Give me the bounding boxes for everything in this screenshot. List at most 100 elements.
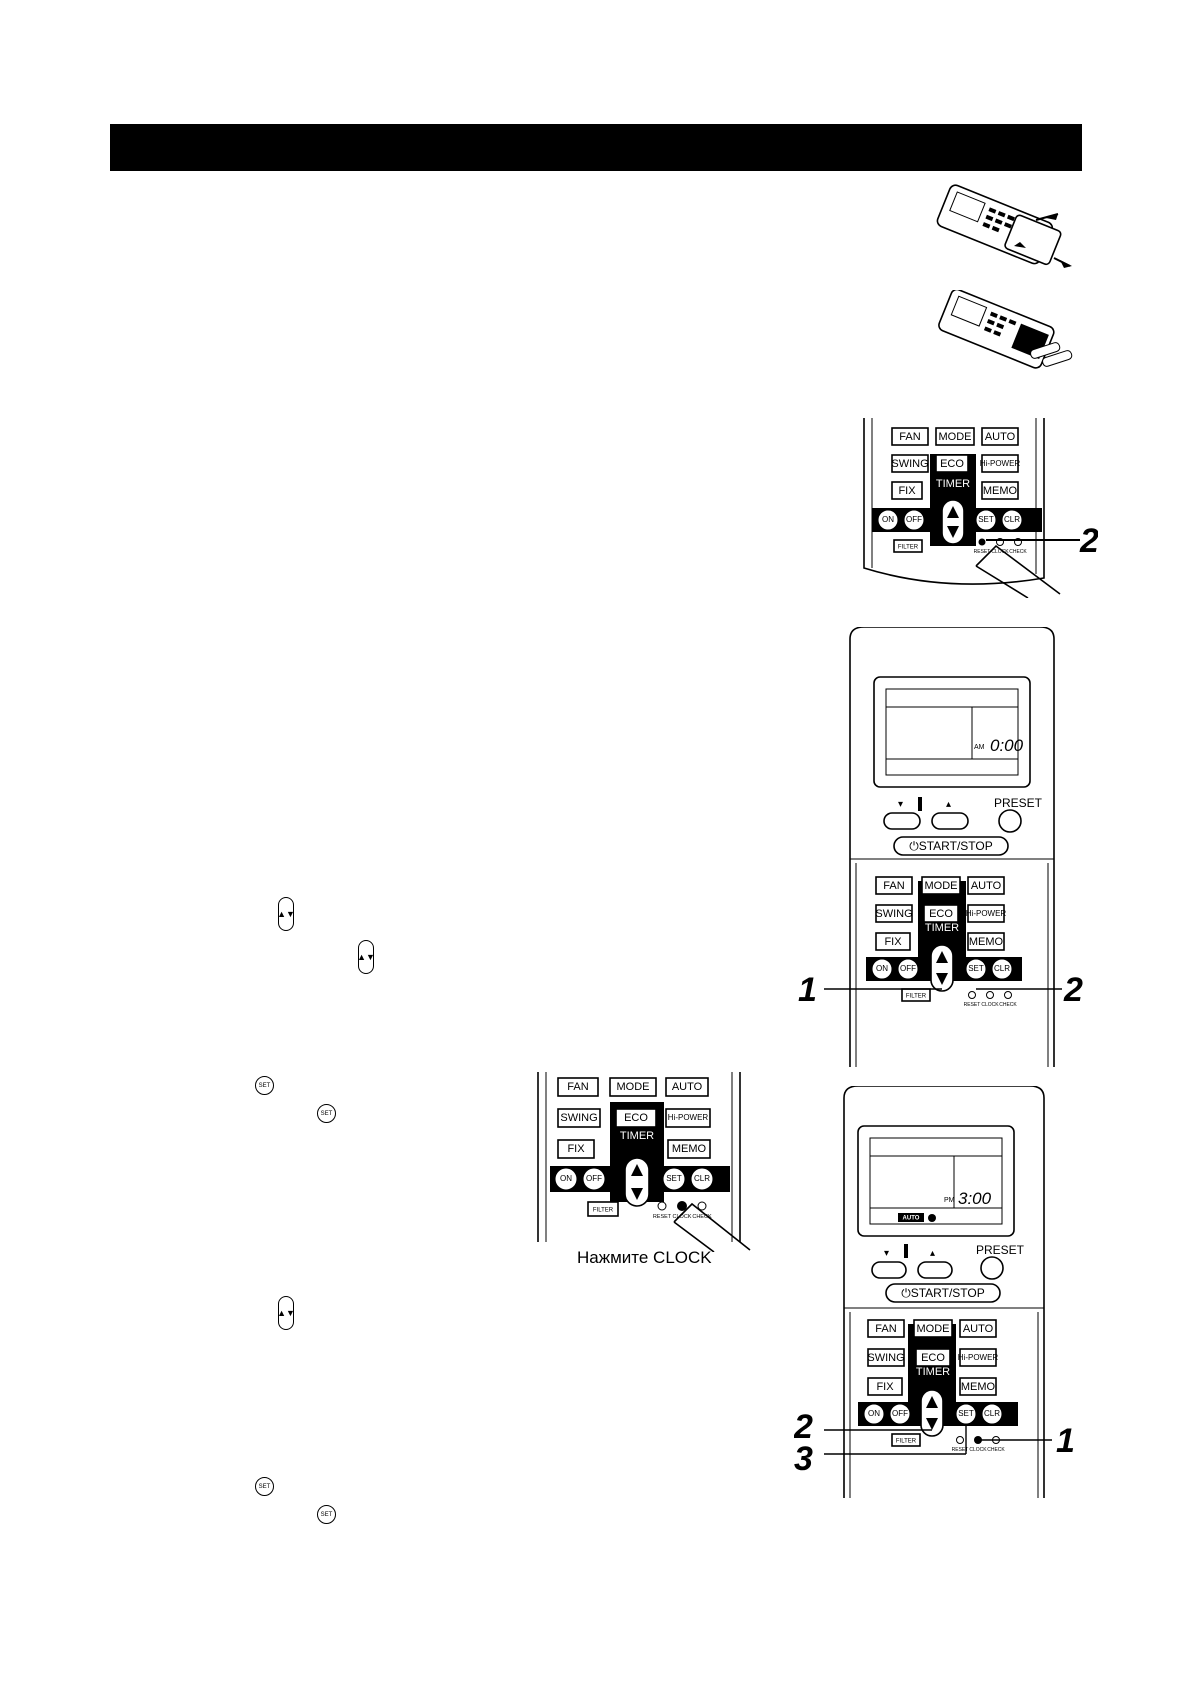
updown-icon-glyph: ▲▼ — [277, 908, 295, 919]
swing-button[interactable] — [875, 904, 913, 923]
set-button[interactable] — [975, 509, 997, 531]
fan-button[interactable] — [557, 1077, 599, 1097]
press-clock-caption: Нажмите CLOCK — [577, 1248, 712, 1267]
clock-label: CLOCK — [981, 1002, 999, 1008]
fan-button[interactable] — [867, 1319, 905, 1338]
memo-button[interactable] — [967, 932, 1005, 951]
battery-cover-illustration — [936, 184, 1072, 268]
fix-button[interactable] — [875, 932, 911, 951]
clr-button[interactable] — [981, 1403, 1003, 1425]
updown-icon: ▲▼ — [277, 1296, 295, 1330]
eco-button[interactable] — [915, 1348, 951, 1367]
temp-up-button[interactable] — [917, 1261, 953, 1279]
start-stop-button[interactable] — [885, 1283, 1001, 1303]
clr-label: CLR — [994, 964, 1010, 973]
start-stop-button[interactable] — [893, 836, 1009, 856]
swing-label: SWING — [875, 908, 912, 920]
auto-button[interactable] — [981, 427, 1019, 446]
filter-label: FILTER — [593, 1208, 614, 1214]
on-button[interactable] — [863, 1403, 885, 1425]
auto-button[interactable] — [665, 1077, 709, 1097]
fix-label: FIX — [876, 1381, 894, 1393]
auto-label: AUTO — [971, 880, 1002, 892]
swing-button[interactable] — [891, 454, 929, 473]
fix-button[interactable] — [867, 1377, 903, 1396]
start-stop-label: ⏻START/STOP — [909, 839, 993, 853]
swing-button[interactable] — [867, 1348, 905, 1367]
callout-2: 2 — [1063, 971, 1083, 1009]
fan-icon — [928, 1214, 936, 1222]
updown-button[interactable] — [941, 499, 965, 545]
clr-button[interactable] — [690, 1167, 714, 1191]
preset-button[interactable] — [998, 809, 1022, 833]
on-label: ON — [882, 515, 894, 524]
off-button[interactable] — [897, 958, 919, 980]
header-bar — [110, 124, 1082, 171]
off-label: OFF — [906, 515, 922, 524]
memo-button[interactable] — [981, 481, 1019, 500]
filter-label: FILTER — [896, 1439, 917, 1445]
timer-label: TIMER — [936, 478, 970, 490]
fan-label: FAN — [567, 1081, 588, 1093]
eco-button[interactable] — [615, 1108, 657, 1128]
eco-label: ECO — [624, 1112, 648, 1124]
eco-button[interactable] — [923, 904, 959, 923]
on-button[interactable] — [871, 958, 893, 980]
fan-button[interactable] — [891, 427, 929, 446]
updown-button[interactable] — [920, 1389, 944, 1437]
temp-down-button[interactable] — [871, 1261, 907, 1279]
fix-button[interactable] — [557, 1139, 595, 1159]
remote-partial-clock: FAN MODE AUTO SWING ECO Hi-POWER TIMER F… — [863, 418, 1098, 598]
preset-button[interactable] — [980, 1256, 1004, 1280]
fix-button[interactable] — [891, 481, 923, 500]
eco-label: ECO — [929, 908, 953, 920]
temp-down-button[interactable] — [883, 812, 921, 830]
on-button[interactable] — [554, 1167, 578, 1191]
mode-button[interactable] — [609, 1077, 657, 1097]
clock-label: CLOCK — [991, 549, 1009, 555]
memo-button[interactable] — [667, 1139, 711, 1159]
clr-button[interactable] — [991, 958, 1013, 980]
off-button[interactable] — [889, 1403, 911, 1425]
filter-button[interactable] — [893, 539, 923, 553]
hipower-label: Hi-POWER — [668, 1113, 709, 1122]
auto-button[interactable] — [959, 1319, 997, 1338]
filter-button[interactable] — [891, 1433, 921, 1447]
updown-button[interactable] — [624, 1157, 650, 1207]
mode-button[interactable] — [921, 876, 961, 895]
set-button[interactable] — [965, 958, 987, 980]
hipower-button[interactable] — [959, 1348, 997, 1367]
set-button[interactable] — [662, 1167, 686, 1191]
clr-button[interactable] — [1001, 509, 1023, 531]
check-label: CHECK — [999, 1002, 1017, 1008]
timer-label: TIMER — [925, 922, 959, 934]
memo-button[interactable] — [959, 1377, 997, 1396]
swing-label: SWING — [891, 458, 928, 470]
temp-up-button[interactable] — [931, 812, 969, 830]
temp-down-label: ▾ — [884, 1248, 889, 1259]
reset-label: RESET — [974, 549, 991, 555]
eco-button[interactable] — [935, 454, 969, 473]
mode-label: MODE — [939, 431, 972, 443]
temp-up-label: ▴ — [930, 1248, 935, 1259]
swing-button[interactable] — [557, 1108, 601, 1128]
on-button[interactable] — [877, 509, 899, 531]
reset-label: RESET — [653, 1214, 672, 1220]
off-button[interactable] — [582, 1167, 606, 1191]
on-label: ON — [560, 1174, 572, 1183]
on-label: ON — [876, 964, 888, 973]
auto-button[interactable] — [967, 876, 1005, 895]
set-label: SET — [958, 1409, 974, 1418]
updown-button[interactable] — [930, 944, 954, 992]
memo-label: MEMO — [961, 1381, 996, 1393]
fan-button[interactable] — [875, 876, 913, 895]
mode-button[interactable] — [913, 1319, 953, 1338]
hipower-button[interactable] — [981, 454, 1019, 473]
display-ampm: PM — [944, 1197, 955, 1204]
off-button[interactable] — [903, 509, 925, 531]
hipower-button[interactable] — [665, 1108, 711, 1128]
off-label: OFF — [586, 1174, 602, 1183]
hipower-button[interactable] — [967, 904, 1005, 923]
filter-button[interactable] — [587, 1201, 619, 1217]
mode-button[interactable] — [935, 427, 975, 446]
